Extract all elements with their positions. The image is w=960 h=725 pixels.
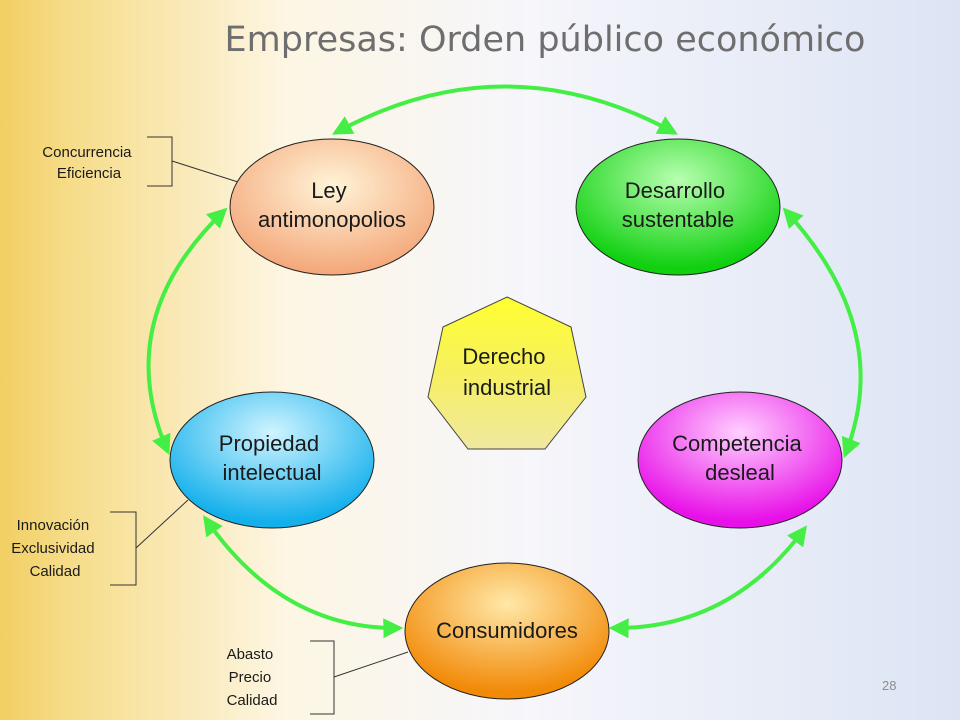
node-consumidores-label-line-1: Consumidores — [436, 618, 578, 643]
center-label: Derecho industrial — [462, 344, 551, 400]
node-ley-label-line-2: antimonopolios — [258, 207, 406, 232]
node-competencia — [637, 391, 843, 529]
note-ley-line-1: Concurrencia — [42, 144, 132, 161]
note-brackets — [110, 136, 409, 715]
node-consumidores — [404, 562, 610, 700]
arrow-ley-desarrollo — [332, 84, 678, 135]
node-desarrollo-label-line-1: Desarrollo — [625, 178, 725, 203]
slide-title: Empresas: Orden público económico — [224, 20, 866, 60]
node-ley-label-line-1: Ley — [311, 178, 346, 203]
center-heptagon — [427, 296, 587, 450]
note-propiedad-line-2: Exclusividad — [11, 540, 94, 557]
arrow-group — [146, 84, 863, 639]
connector-ley-note — [171, 160, 239, 183]
note-propiedad: Innovación Exclusividad Calidad — [11, 517, 99, 580]
note-consumidores-line-3: Calidad — [227, 692, 278, 709]
arrow-competencia-consumidores — [608, 525, 807, 639]
bracket-propiedad-note — [110, 511, 137, 586]
node-desarrollo-label-line-2: sustentable — [622, 207, 735, 232]
node-competencia-label-line-1: Competencia — [672, 431, 802, 456]
node-propiedad-label-line-2: intelectual — [222, 460, 321, 485]
node-desarrollo-label: Desarrollo sustentable — [622, 178, 735, 232]
note-consumidores-line-2: Precio — [229, 669, 272, 686]
center-label-line-2: industrial — [463, 375, 551, 400]
arrow-consumidores-propiedad — [203, 515, 404, 639]
node-ley — [229, 138, 435, 276]
note-propiedad-line-3: Calidad — [30, 563, 81, 580]
note-consumidores: Abasto Precio Calidad — [227, 646, 278, 709]
node-competencia-label-line-2: desleal — [705, 460, 775, 485]
connector-propiedad-note — [135, 499, 189, 549]
note-consumidores-line-1: Abasto — [227, 646, 274, 663]
arrow-propiedad-ley — [146, 207, 228, 456]
bracket-consumidores-note — [310, 640, 335, 715]
note-ley-line-2: Eficiencia — [57, 165, 122, 182]
node-competencia-label: Competencia desleal — [672, 431, 808, 485]
note-ley: Concurrencia Eficiencia — [42, 144, 135, 182]
note-propiedad-line-1: Innovación — [17, 517, 90, 534]
arrow-desarrollo-competencia — [782, 207, 863, 459]
node-propiedad-label: Propiedad intelectual — [219, 431, 325, 485]
connector-consumidores-note — [333, 651, 409, 678]
node-propiedad — [169, 391, 375, 529]
center-label-line-1: Derecho — [462, 344, 545, 369]
node-propiedad-label-line-1: Propiedad — [219, 431, 319, 456]
page-number: 28 — [882, 678, 897, 693]
node-ley-label: Ley antimonopolios — [258, 178, 406, 232]
node-desarrollo — [575, 138, 781, 276]
node-consumidores-label: Consumidores — [436, 618, 578, 643]
